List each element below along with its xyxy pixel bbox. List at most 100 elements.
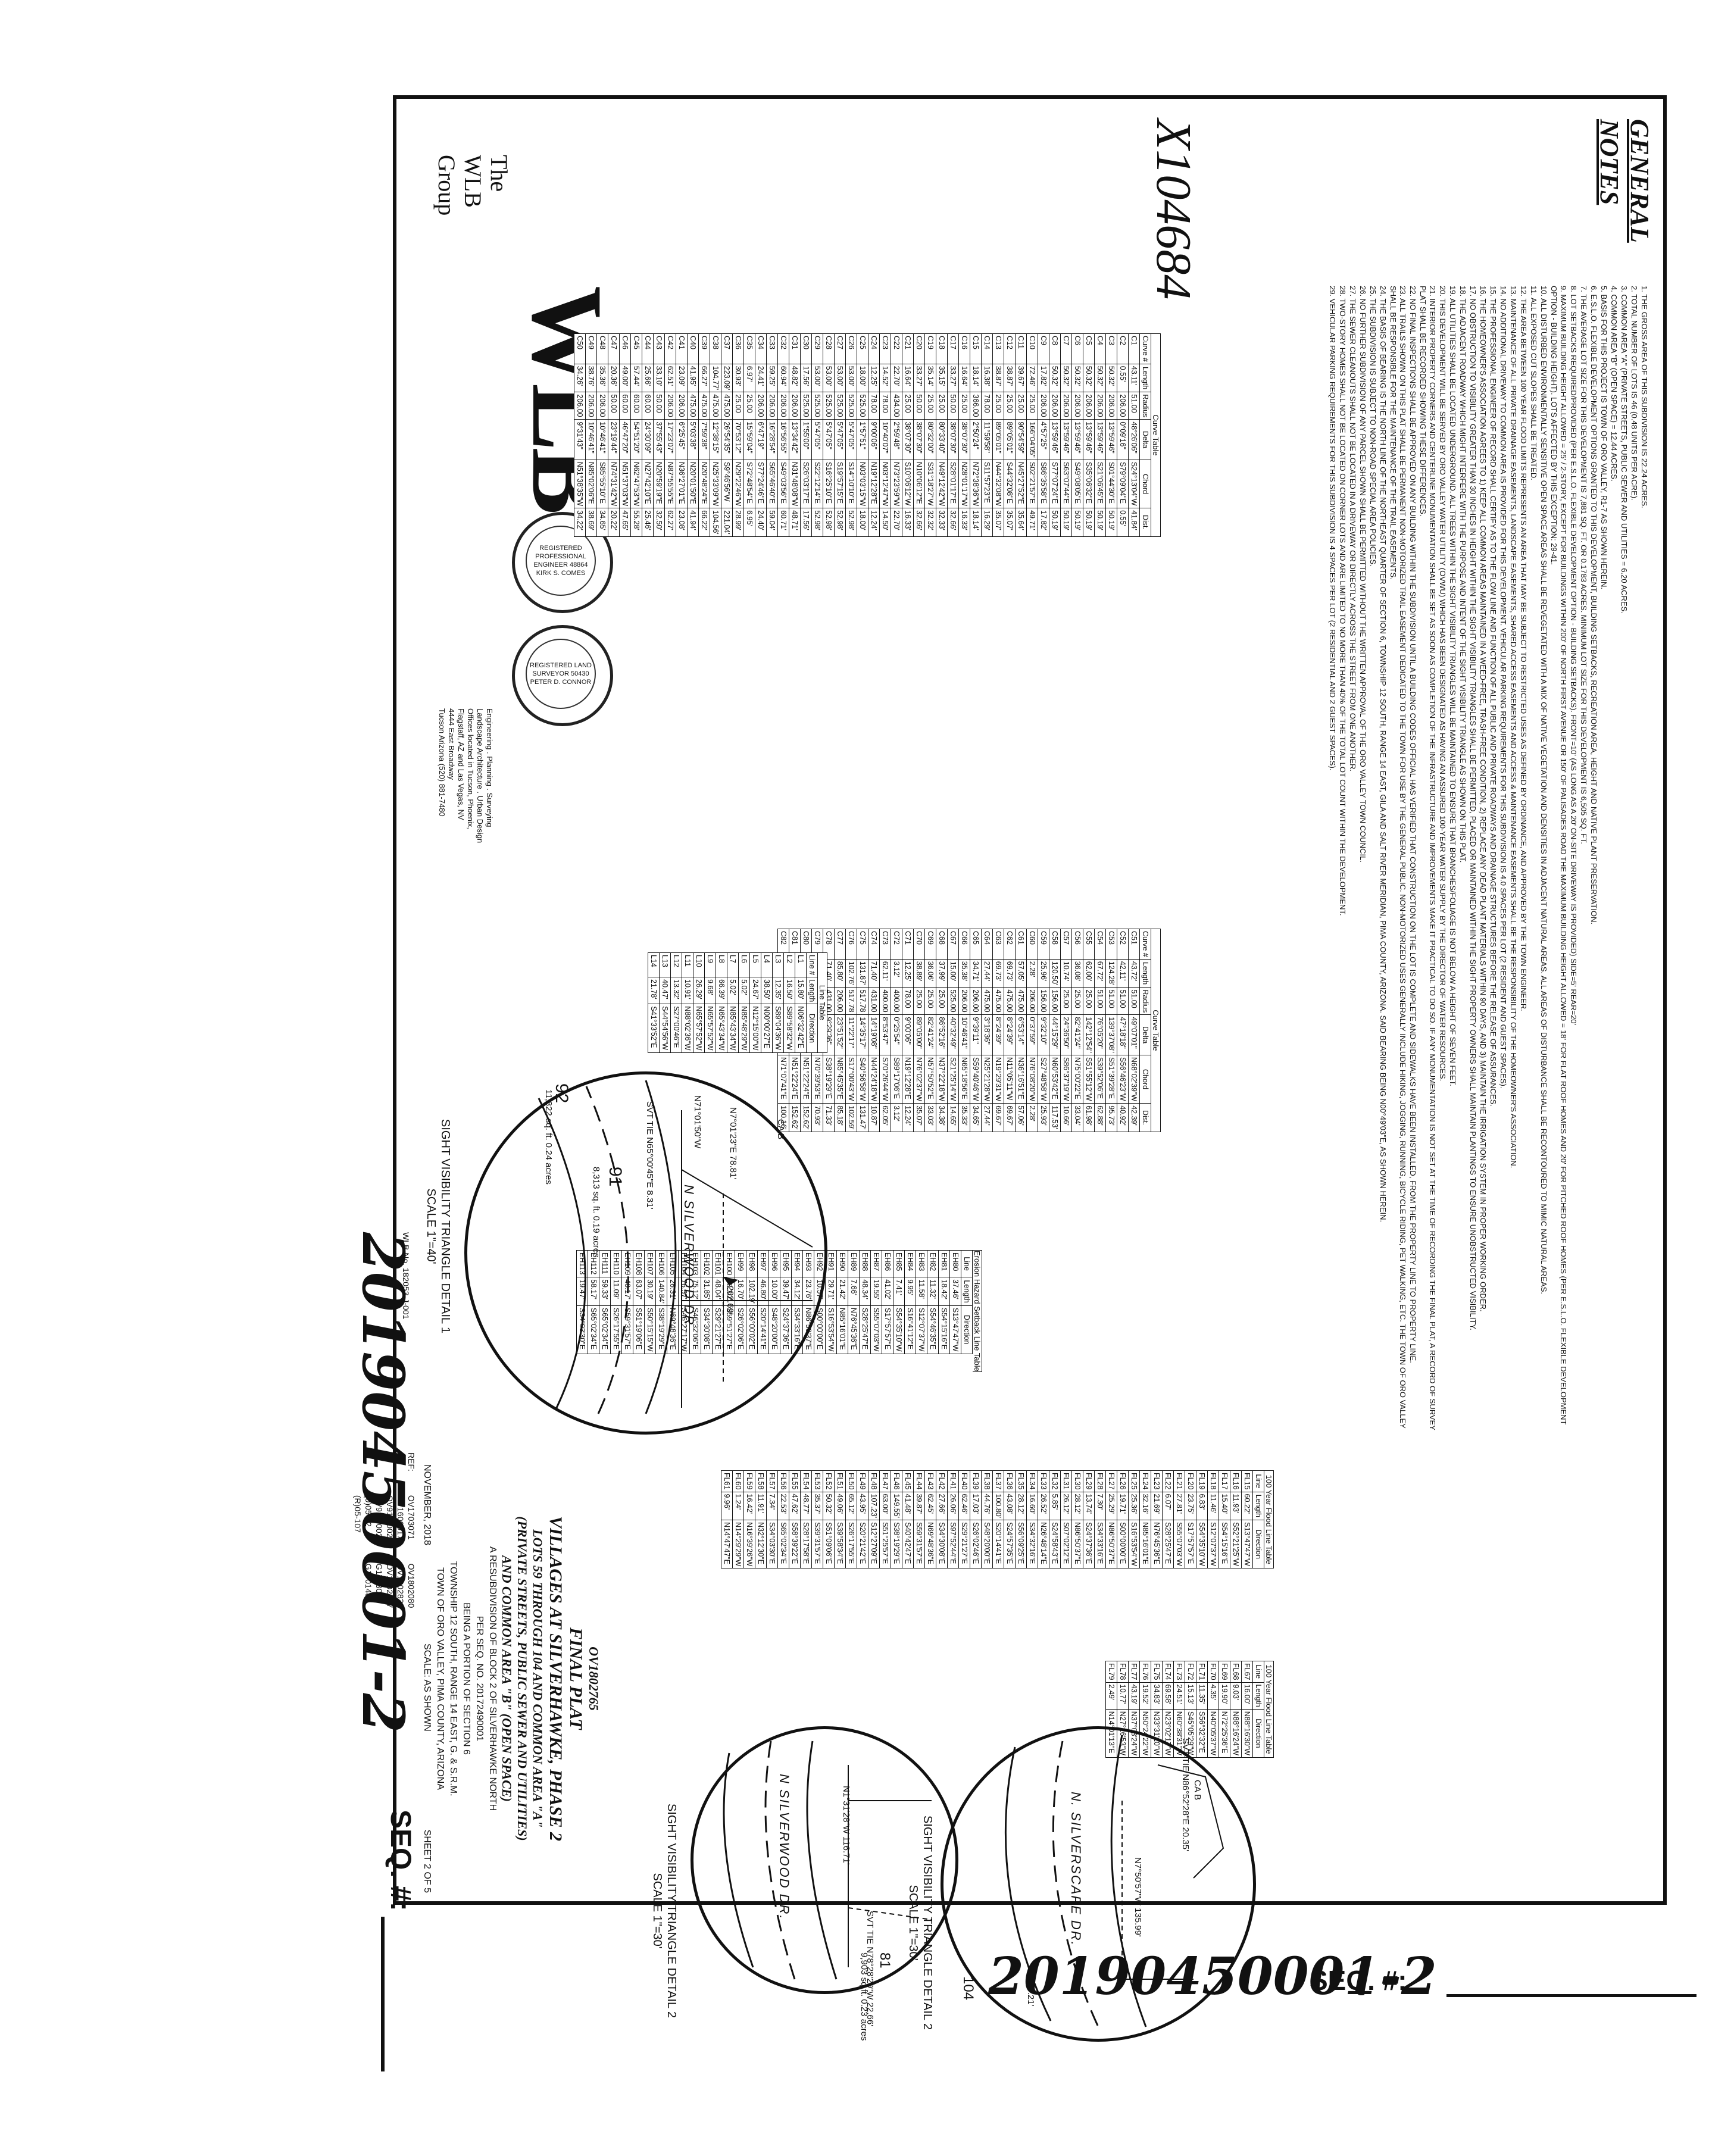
table-caption: Curve Table: [1151, 929, 1161, 1132]
table-cell: FL25: [1128, 1470, 1140, 1492]
table-cell: S51°39'28"E: [1105, 1055, 1117, 1104]
table-cell: 525.00: [845, 392, 857, 420]
table-cell: 13°59'46": [1094, 419, 1106, 460]
table-cell: C33: [766, 333, 778, 364]
table-cell: 33.10': [653, 364, 665, 392]
table-cell: 50.00: [947, 392, 959, 420]
table-cell: C38: [710, 333, 721, 364]
table-cell: 43.72': [1128, 959, 1140, 988]
table-cell: 50.19': [1105, 508, 1117, 537]
table-cell: FL69: [1219, 1661, 1230, 1682]
table-cell: EH89: [848, 1250, 860, 1277]
table-cell: C37: [721, 333, 733, 364]
table-cell: C76: [845, 929, 857, 960]
detail-1-street: N SILVERWOOD DR.: [682, 1185, 696, 1331]
table-cell: S20°14'41"E: [992, 1520, 1004, 1568]
table-cell: 10°46'41": [596, 419, 608, 460]
table-cell: C74: [868, 929, 880, 960]
table-cell: 23°51'52": [834, 1014, 846, 1055]
table-cell: N75°00'22"E: [1071, 1055, 1083, 1104]
table-cell: 517.78: [857, 987, 868, 1015]
table-cell: 53.00': [823, 364, 835, 392]
table-cell: S24°13'04"W: [1128, 460, 1140, 508]
table-header-cell: Radius: [1139, 987, 1151, 1015]
table-cell: S10°06'12"W: [902, 460, 914, 508]
table-cell: S39°58'34"E: [834, 1520, 846, 1568]
table-cell: FL67: [1241, 1661, 1253, 1682]
table-cell: S24°57'35"E: [1004, 1520, 1016, 1568]
table-cell: C17: [947, 333, 959, 364]
table-cell: C42: [664, 333, 676, 364]
table-cell: FL53: [811, 1470, 823, 1492]
table-cell: N76°08'20"W: [1026, 1055, 1038, 1104]
table-cell: 27.44': [981, 959, 993, 988]
general-note: 19. ALL UTILITIES SHALL BE LOCATED UNDER…: [1448, 286, 1457, 1086]
table-cell: N44°32'08"W: [992, 460, 1004, 508]
table-cell: 9.95': [904, 1277, 916, 1306]
table-header-cell: Chord: [1139, 1055, 1151, 1104]
table-cell: S13°47'47"W: [1241, 1520, 1253, 1568]
table-cell: FL72: [1185, 1661, 1196, 1682]
table-cell: C77: [834, 929, 846, 960]
table-cell: 15°59'04": [743, 419, 755, 460]
table-cell: 0.55': [1117, 508, 1129, 537]
table-header-cell: Dist.: [1139, 1103, 1151, 1132]
table-cell: S9°46'56"W: [721, 460, 733, 508]
table-cell: 15.40': [1219, 1492, 1230, 1520]
general-note: 6. E.S.L.O. FLEXIBLE DEVELOPMENT OPTIONS…: [1589, 286, 1598, 925]
table-cell: S00°00'00"E: [1117, 1520, 1129, 1568]
table-cell: 52.98': [823, 508, 835, 537]
table-cell: 47°18'18": [1117, 1014, 1129, 1055]
table-cell: 32.33': [936, 508, 948, 537]
detail-3-caption: SIGHT VISIBILITY TRIANGLE DETAIL 2 SCALE…: [650, 1804, 679, 2018]
table-cell: FL30: [1071, 1470, 1083, 1492]
general-note: 12. THE AREA BETWEEN 100 YEAR FLOOD LIMI…: [1519, 286, 1528, 1011]
table-cell: 50.32': [823, 1492, 835, 1520]
table-cell: 11.46': [1207, 1492, 1219, 1520]
table-cell: C31: [789, 333, 801, 364]
table-cell: 50.00: [913, 392, 925, 420]
table-cell: 67.72': [1094, 959, 1106, 988]
table-cell: 7.41': [893, 1277, 905, 1306]
detail-2-tie: SVT TIE N86°52'28"E 20.35': [1180, 1738, 1191, 1851]
general-note: 17. NO OBSTRUCTION TO VISIBILITY GREATER…: [1469, 286, 1477, 1330]
table-cell: S49°03'56"E: [777, 460, 789, 508]
surveyor-seal: REGISTERED LAND SURVEYOR 50430 PETER D. …: [512, 625, 613, 726]
table-cell: FL41: [947, 1470, 959, 1492]
table-cell: 206.00: [574, 392, 586, 420]
table-cell: S02°21'57"E: [1026, 460, 1038, 508]
table-cell: C32: [777, 333, 789, 364]
table-cell: 525.00: [811, 392, 823, 420]
table-cell: 107.23': [868, 1492, 880, 1520]
table-cell: C63: [992, 929, 1004, 960]
table-cell: 51.00: [1105, 987, 1117, 1015]
table-cell: 38°07'30": [947, 419, 959, 460]
general-note: 18. THE ADJACENT ROADWAY WHICH MIGHT INT…: [1458, 286, 1467, 863]
table-cell: 25.00: [732, 392, 744, 420]
table-cell: N76°45'36"E: [1151, 1520, 1163, 1568]
title-township: TOWNSHIP 12 SOUTH, RANGE 14 EAST, G. & S…: [448, 1561, 458, 1796]
